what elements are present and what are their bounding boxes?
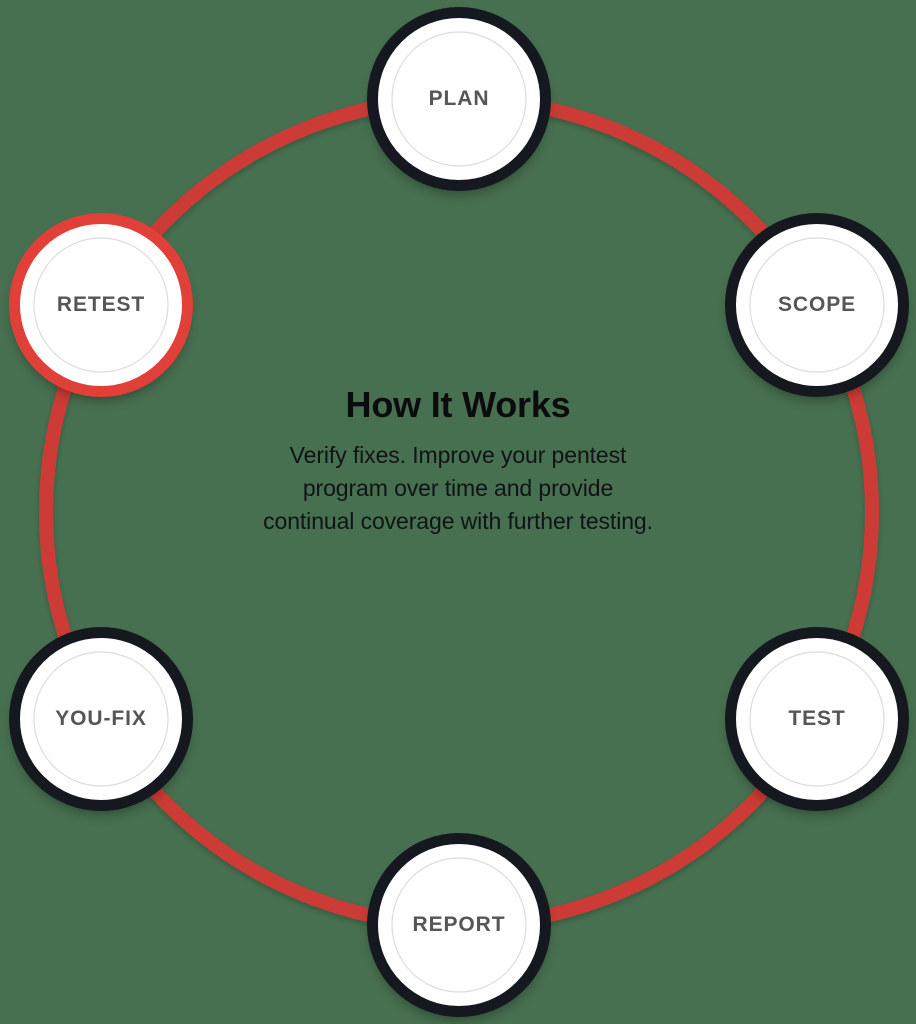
node-test-ring (725, 627, 909, 811)
node-test-inner-circle (749, 651, 885, 787)
node-scope-disc (730, 218, 904, 392)
cycle-arc-group (39, 92, 879, 932)
node-report[interactable] (367, 833, 551, 1017)
node-you-fix[interactable] (9, 627, 193, 811)
node-plan-disc (372, 12, 546, 186)
node-scope-ring (725, 213, 909, 397)
node-scope-button[interactable] (725, 213, 909, 397)
node-retest[interactable] (9, 213, 193, 397)
node-test-disc (730, 632, 904, 806)
node-report-ring (367, 833, 551, 1017)
node-test[interactable] (725, 627, 909, 811)
node-you-fix-inner-circle (33, 651, 169, 787)
nodes-layer (9, 7, 909, 1017)
node-report-button[interactable] (367, 833, 551, 1017)
node-you-fix-disc (14, 632, 188, 806)
cycle-arc (39, 92, 879, 932)
node-retest-disc (14, 218, 188, 392)
node-retest-inner-circle (33, 237, 169, 373)
node-you-fix-ring (9, 627, 193, 811)
node-plan-button[interactable] (367, 7, 551, 191)
node-retest-button[interactable] (9, 213, 193, 397)
node-plan-inner-circle (391, 31, 527, 167)
node-plan[interactable] (367, 7, 551, 191)
node-report-inner-circle (391, 857, 527, 993)
node-report-disc (372, 838, 546, 1012)
node-test-button[interactable] (725, 627, 909, 811)
node-retest-ring (9, 213, 193, 397)
node-plan-ring (367, 7, 551, 191)
node-scope-inner-circle (749, 237, 885, 373)
node-scope[interactable] (725, 213, 909, 397)
node-you-fix-button[interactable] (9, 627, 193, 811)
